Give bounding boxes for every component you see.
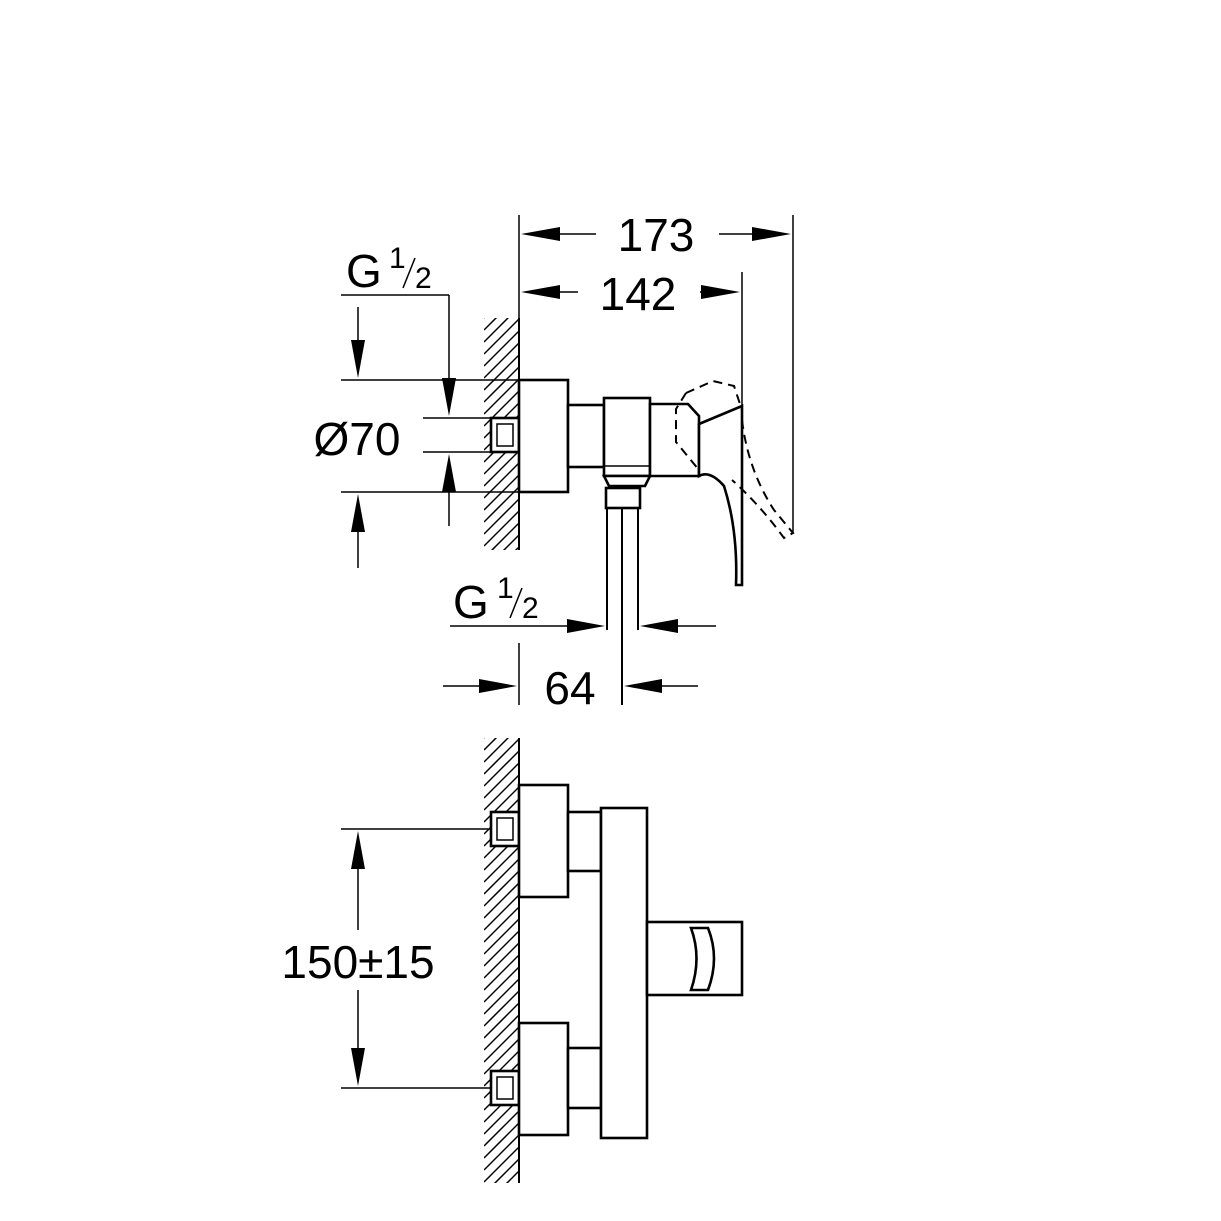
wall-hatch-line	[484, 738, 519, 775]
cartridge-housing	[648, 402, 701, 478]
outlet-thread-num: 1	[497, 572, 514, 605]
wall-hatch-line	[484, 774, 519, 811]
wall-hatch-line	[502, 534, 519, 550]
wall-section-front	[484, 738, 520, 1183]
lower-neck	[566, 1046, 603, 1110]
wall-hatch-line	[484, 762, 519, 799]
front-view: 150±15	[281, 738, 744, 1183]
wall-hatch-line	[484, 498, 519, 535]
lever-handle	[697, 404, 744, 587]
wall-hatch-line	[484, 738, 498, 751]
wall-hatch-line	[484, 738, 510, 763]
inlet-thread-den: 2	[415, 262, 432, 295]
dim-142-label: 142	[600, 268, 677, 320]
wall-hatch-line	[484, 1014, 519, 1051]
dimension-inlet-thread: G 1 2	[341, 242, 491, 526]
wall-hatch-line	[484, 966, 519, 1003]
rosette	[517, 378, 570, 494]
wall-hatch-line	[484, 366, 519, 403]
wall-hatch-line	[505, 1170, 519, 1183]
wall-hatch-line	[484, 750, 519, 787]
wall-hatch-line	[493, 1158, 519, 1183]
wall-hatch-line	[484, 738, 486, 739]
upper-inlet-connector	[489, 810, 521, 848]
wall-hatch-line	[484, 882, 519, 919]
side-view: 173 142 Ø70	[314, 209, 795, 714]
wall-hatch-line	[484, 894, 519, 931]
wall-hatch-line	[484, 942, 519, 979]
wall-hatch-line	[484, 870, 519, 907]
wall-hatch-line	[484, 318, 486, 319]
upper-rosette	[517, 783, 570, 899]
wall-hatch-line	[484, 486, 519, 523]
wall-hatch-line	[484, 906, 519, 943]
mixer-body-front	[599, 806, 649, 1140]
wall-hatch-line	[484, 978, 519, 1015]
wall-hatch-line	[484, 1122, 519, 1159]
dim-diameter-label: Ø70	[314, 413, 401, 465]
dimension-body-depth: 142	[521, 268, 743, 406]
wall-hatch-line	[484, 858, 519, 895]
dim-150-label: 150±15	[281, 936, 434, 988]
wall-hatch-line	[484, 342, 519, 379]
wall-hatch-line	[484, 450, 519, 487]
wall-hatch-line	[484, 918, 519, 955]
lower-rosette	[517, 1021, 570, 1137]
wall-hatch-line	[484, 318, 498, 331]
wall-hatch-line	[484, 318, 519, 355]
wall-hatch-line	[484, 1146, 519, 1183]
wall-hatch-line	[517, 1182, 519, 1183]
wall-hatch-line	[484, 846, 519, 883]
wall-hatch-line	[484, 354, 519, 391]
body-neck	[566, 403, 606, 469]
wall-hatch-line	[484, 1002, 519, 1039]
dimension-outlet-thread: G 1 2	[450, 572, 716, 633]
wall-hatch-line	[484, 1026, 519, 1063]
dimension-outlet-offset: 64	[443, 643, 698, 714]
wall-hatch-line	[484, 1038, 519, 1075]
wall-hatch-line	[484, 930, 519, 967]
dim-64-label: 64	[544, 662, 595, 714]
inlet-thread-num: 1	[389, 242, 406, 275]
dimension-rosette-diameter: Ø70	[314, 307, 519, 568]
outlet-thread-g: G	[453, 576, 489, 628]
inlet-thread	[496, 423, 514, 447]
outlet-thread-den: 2	[522, 592, 539, 625]
wall-hatch-line	[484, 330, 519, 367]
wall-hatch-line	[484, 1134, 519, 1171]
wall-hatch-line	[484, 954, 519, 991]
lower-inlet-connector	[489, 1069, 521, 1107]
wall-hatch-line	[484, 510, 519, 547]
upper-neck	[566, 810, 603, 873]
inlet-thread-g: G	[346, 245, 382, 297]
outlet-nut	[601, 474, 653, 488]
outlet-fitting	[604, 486, 642, 510]
lever-grip-detail	[689, 926, 716, 992]
dimension-total-depth: 173	[518, 209, 794, 533]
wall-hatch-line	[484, 1110, 519, 1147]
wall-hatch-line	[490, 522, 519, 550]
mixer-body	[602, 396, 652, 478]
wall-inlet-connector	[489, 416, 521, 454]
wall-hatch-line	[484, 990, 519, 1027]
wall-hatch-line	[484, 378, 519, 415]
lever-alt-position	[685, 379, 743, 411]
dim-173-label: 173	[618, 209, 695, 261]
dimension-inlet-spacing: 150±15	[281, 828, 491, 1089]
wall-hatch-line	[484, 318, 510, 343]
